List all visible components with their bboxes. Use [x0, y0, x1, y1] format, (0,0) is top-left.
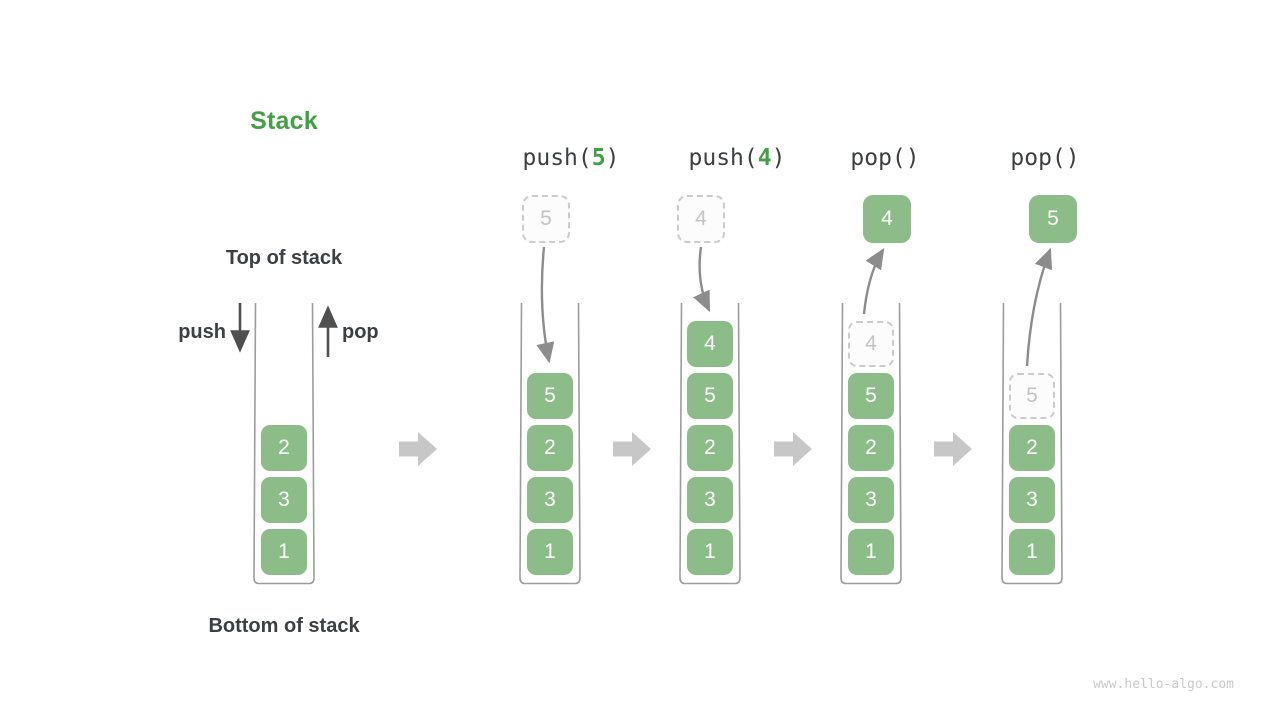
watermark: www.hello-algo.com	[1093, 677, 1234, 692]
stack-cell: 5	[527, 373, 573, 419]
transition-arrow-icon	[613, 432, 651, 466]
push-transfer-arrow-icon	[693, 246, 711, 313]
stack-cell: 3	[848, 477, 894, 523]
top-of-stack-label: Top of stack	[225, 247, 343, 269]
stack-cell: 2	[687, 425, 733, 471]
stack-container-outline	[679, 302, 741, 585]
floating-cell-after-push-4: 4	[677, 195, 725, 243]
op-label-after-pop-2: pop()	[1010, 145, 1080, 171]
stack-container-outline	[840, 302, 902, 585]
diagram-title: Stack	[250, 107, 318, 135]
push-side-label: push	[178, 321, 226, 343]
stack-after-pop-1: 4 5 2 3 1	[838, 302, 904, 592]
stack-initial: 2 3 1	[251, 302, 317, 592]
stack-cell: 2	[261, 425, 307, 471]
stack-container-outline	[253, 302, 315, 585]
transition-arrow-icon	[774, 432, 812, 466]
stack-cell: 3	[261, 477, 307, 523]
transition-arrow-icon	[934, 432, 972, 466]
stack-cell: 1	[687, 529, 733, 575]
stack-after-pop-2: 5 2 3 1	[999, 302, 1065, 592]
op-label-after-push-4: push(4)	[688, 145, 786, 171]
stack-cell: 1	[527, 529, 573, 575]
stack-cell: 2	[848, 425, 894, 471]
stack-cell: 3	[687, 477, 733, 523]
transition-arrow-icon	[399, 432, 437, 466]
stack-container-outline	[1001, 302, 1063, 585]
stack-cell: 4	[848, 321, 894, 367]
stack-cell: 2	[1009, 425, 1055, 471]
stack-cell: 5	[687, 373, 733, 419]
stack-cell: 1	[1009, 529, 1055, 575]
stack-after-push-5: 5 2 3 1	[517, 302, 583, 592]
stack-container-outline	[519, 302, 581, 585]
stack-cell: 2	[527, 425, 573, 471]
stack-cell: 1	[261, 529, 307, 575]
pop-side-label: pop	[342, 321, 379, 343]
floating-cell-after-push-5: 5	[522, 195, 570, 243]
stack-cell: 5	[1009, 373, 1055, 419]
op-argument: 5	[591, 145, 606, 171]
stack-cell: 3	[527, 477, 573, 523]
bottom-of-stack-label: Bottom of stack	[208, 615, 360, 637]
op-argument: 4	[757, 145, 772, 171]
stack-cell: 5	[848, 373, 894, 419]
op-label-after-push-5: push(5)	[522, 145, 620, 171]
op-label-after-pop-1: pop()	[850, 145, 920, 171]
floating-cell-after-pop-1: 4	[863, 195, 911, 243]
floating-cell-after-pop-2: 5	[1029, 195, 1077, 243]
stack-after-push-4: 4 5 2 3 1	[677, 302, 743, 592]
stack-cell: 3	[1009, 477, 1055, 523]
stack-cell: 1	[848, 529, 894, 575]
stack-cell: 4	[687, 321, 733, 367]
